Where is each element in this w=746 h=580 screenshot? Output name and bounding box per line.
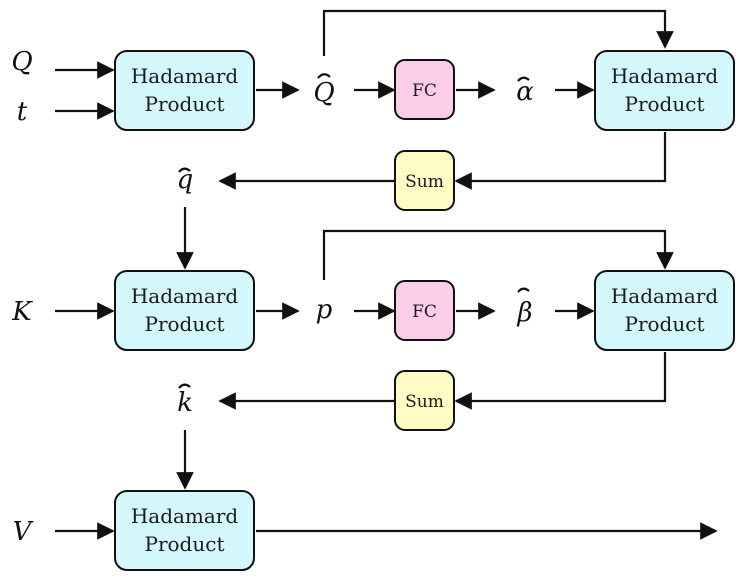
q-small-tilde-accent — [178, 167, 191, 173]
input-q-label: Q — [11, 47, 32, 77]
alpha-tilde-label: α — [516, 77, 534, 107]
k-tilde-accent — [178, 383, 191, 389]
hadamard-block-2: Hadamard Product — [594, 50, 735, 131]
beta-tilde-label: β — [516, 298, 532, 328]
arrow-hadamard-4-to-sum-2 — [454, 352, 667, 410]
hadamard-1-line2: Product — [145, 92, 225, 116]
hadamard-5-line1: Hadamard — [131, 504, 239, 528]
sum-block-1: Sum — [394, 150, 455, 211]
fc-block-2: FC — [394, 280, 455, 341]
input-k-label: K — [11, 297, 33, 327]
fc-2-label: FC — [412, 302, 437, 322]
sum-2-label: Sum — [405, 392, 444, 412]
hadamard-5-line2: Product — [145, 532, 225, 556]
input-v-label: V — [13, 517, 34, 547]
sum-1-label: Sum — [405, 172, 444, 192]
q-small-tilde-label: q — [177, 165, 194, 195]
fc-1-label: FC — [412, 81, 437, 101]
k-tilde-label: k — [177, 388, 193, 418]
hadamard-block-5: Hadamard Product — [114, 490, 255, 571]
hadamard-block-1: Hadamard Product — [114, 50, 255, 131]
hadamard-2-line2: Product — [625, 92, 705, 116]
q-tilde-accent — [317, 73, 331, 79]
skip-arrow-q-tilde-to-hadamard-2 — [322, 9, 674, 56]
q-tilde-label: Q — [313, 78, 334, 108]
hadamard-2-line1: Hadamard — [611, 64, 719, 88]
hadamard-block-4: Hadamard Product — [594, 270, 735, 351]
input-t-label: t — [17, 97, 28, 127]
hadamard-block-3: Hadamard Product — [114, 270, 255, 351]
beta-tilde-accent — [517, 287, 530, 293]
sum-block-2: Sum — [394, 370, 455, 431]
p-label: p — [316, 295, 333, 325]
fc-block-1: FC — [394, 59, 455, 120]
hadamard-3-line2: Product — [145, 312, 225, 336]
hadamard-4-line1: Hadamard — [611, 284, 719, 308]
skip-arrow-p-to-hadamard-4 — [322, 229, 674, 280]
hadamard-4-line2: Product — [625, 312, 705, 336]
hadamard-3-line1: Hadamard — [131, 284, 239, 308]
hadamard-1-line1: Hadamard — [131, 64, 239, 88]
alpha-tilde-accent — [517, 76, 530, 82]
arrow-hadamard-2-to-sum-1 — [454, 132, 667, 190]
